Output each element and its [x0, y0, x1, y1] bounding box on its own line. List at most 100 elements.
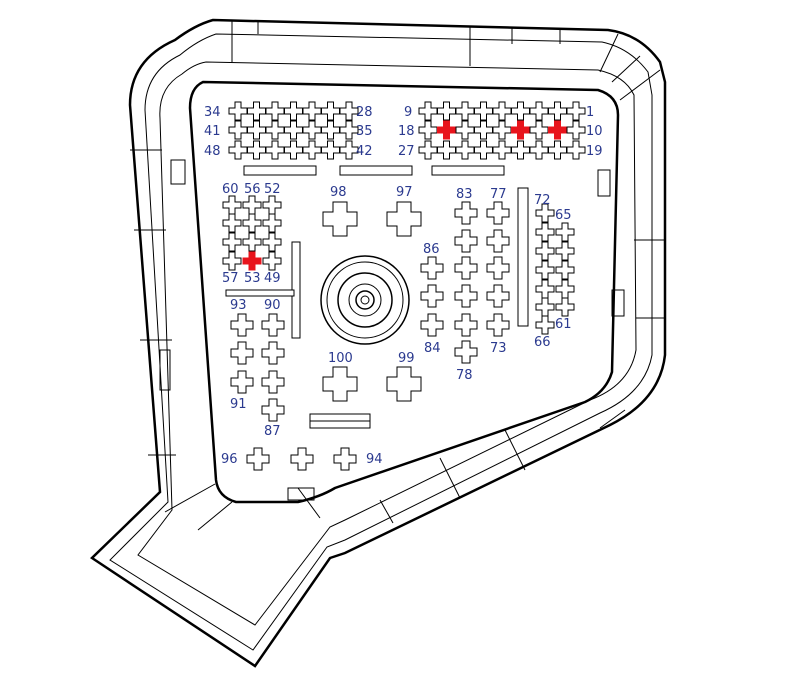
pin-cavity — [247, 140, 266, 160]
pin-cavity — [261, 313, 285, 337]
pin-label-48: 48 — [204, 144, 221, 159]
pin-cavity — [529, 120, 549, 140]
pin-cavity — [555, 297, 575, 317]
pin-cavity — [247, 120, 266, 140]
pin-cavities — [222, 101, 586, 471]
pin-cavity — [420, 284, 444, 308]
pin-cavity — [242, 195, 262, 215]
pin-cavity — [455, 120, 475, 140]
pin-label-53: 53 — [244, 271, 261, 286]
pin-cavity — [535, 222, 555, 242]
pin-cavity — [529, 101, 549, 121]
pin-cavity — [386, 366, 422, 402]
pin-cavity — [455, 101, 475, 121]
pin-cavity-highlighted — [548, 120, 567, 140]
pin-cavity — [555, 241, 575, 261]
pin-label-87: 87 — [264, 424, 281, 439]
pin-cavity — [535, 241, 555, 261]
pin-label-78: 78 — [456, 368, 473, 383]
pin-cavity — [535, 297, 555, 317]
pin-cavity — [555, 279, 575, 299]
pin-label-52: 52 — [264, 182, 281, 197]
pin-cavity — [566, 140, 586, 160]
pin-cavity — [529, 140, 549, 160]
pin-label-91: 91 — [230, 397, 247, 412]
pin-cavity — [420, 256, 444, 280]
pin-label-72: 72 — [534, 193, 551, 208]
pin-cavity — [265, 101, 285, 121]
pin-cavity — [222, 195, 242, 215]
pin-cavity — [222, 232, 242, 252]
pin-label-86: 86 — [423, 242, 440, 257]
pin-cavity — [284, 101, 303, 121]
pin-label-65: 65 — [555, 208, 572, 223]
pin-cavity — [420, 313, 444, 337]
pin-cavity — [228, 140, 248, 160]
pin-cavity — [265, 140, 285, 160]
pin-cavity — [261, 341, 285, 365]
pin-cavity — [555, 260, 575, 280]
pin-cavity — [418, 140, 438, 160]
pin-cavity — [321, 140, 340, 160]
pin-cavity — [333, 447, 357, 471]
pin-cavity — [555, 222, 575, 242]
pin-cavity — [474, 120, 493, 140]
pin-cavity — [437, 101, 456, 121]
pin-cavity — [418, 101, 438, 121]
pin-label-100: 100 — [328, 351, 353, 366]
pin-cavity — [242, 213, 262, 233]
pin-label-18: 18 — [398, 124, 415, 139]
pin-cavity — [511, 101, 530, 121]
pin-label-60: 60 — [222, 182, 239, 197]
pin-label-10: 10 — [586, 124, 603, 139]
pin-label-77: 77 — [490, 187, 507, 202]
pin-label-73: 73 — [490, 341, 507, 356]
pin-labels: 34 41 48 28 35 42 9 18 27 1 10 19 60 56 … — [204, 105, 603, 467]
pin-cavity — [262, 213, 282, 233]
pin-cavity — [454, 256, 478, 280]
pin-label-19: 19 — [586, 144, 603, 159]
center-coding-boss — [320, 255, 410, 345]
pin-label-27: 27 — [398, 144, 415, 159]
pin-cavity — [290, 447, 314, 471]
pin-label-56: 56 — [244, 182, 261, 197]
pin-cavity — [246, 447, 270, 471]
pin-label-35: 35 — [356, 124, 373, 139]
pin-cavity — [230, 370, 254, 394]
pin-cavity — [302, 120, 322, 140]
pin-cavity — [322, 366, 358, 402]
pin-cavity — [454, 313, 478, 337]
pin-cavity — [261, 398, 285, 422]
pin-cavity-highlighted — [437, 120, 456, 140]
pin-cavity — [437, 140, 456, 160]
pin-label-41: 41 — [204, 124, 221, 139]
pin-cavity — [261, 370, 285, 394]
pin-cavity — [454, 201, 478, 225]
pin-cavity — [247, 101, 266, 121]
pin-cavity — [228, 101, 248, 121]
pin-cavity — [486, 229, 510, 253]
pin-cavity — [321, 101, 340, 121]
pin-cavity — [535, 279, 555, 299]
pin-cavity — [262, 232, 282, 252]
pin-cavity — [262, 195, 282, 215]
pin-label-98: 98 — [330, 185, 347, 200]
pin-cavity — [222, 213, 242, 233]
pin-label-97: 97 — [396, 185, 413, 200]
pin-label-96: 96 — [221, 452, 238, 467]
housing-outline — [90, 18, 667, 668]
pin-cavity-highlighted — [511, 120, 530, 140]
pin-cavity — [492, 101, 512, 121]
pin-cavity — [284, 140, 303, 160]
pin-cavity-highlighted — [242, 251, 262, 271]
pin-cavity — [228, 120, 248, 140]
pin-cavity — [418, 120, 438, 140]
pin-cavity — [486, 256, 510, 280]
pin-cavity — [511, 140, 530, 160]
pin-cavity — [566, 101, 586, 121]
pin-label-28: 28 — [356, 105, 373, 120]
pin-label-34: 34 — [204, 105, 221, 120]
pin-cavity — [386, 201, 422, 237]
pin-cavity — [265, 120, 285, 140]
